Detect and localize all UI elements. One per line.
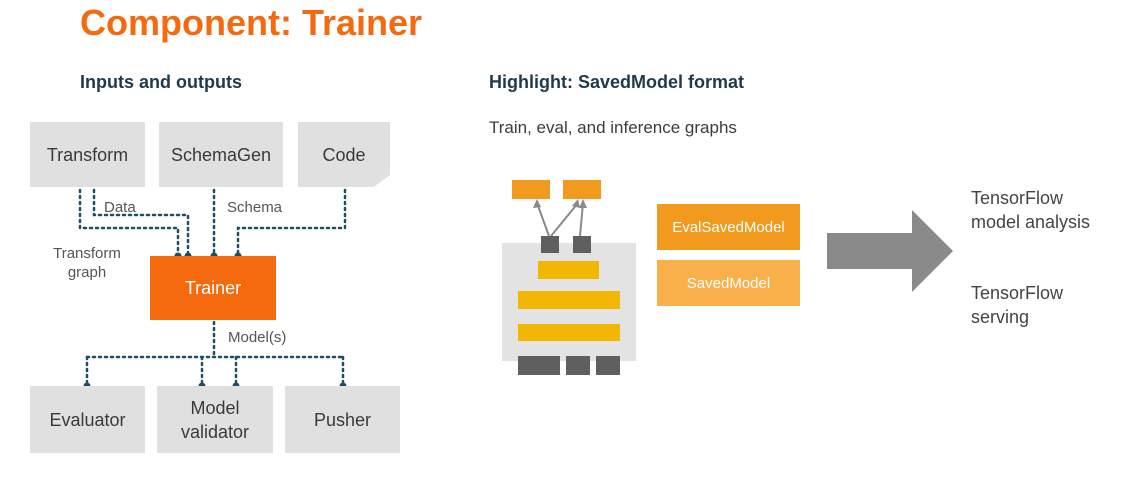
page-title: Component: Trainer xyxy=(80,2,423,43)
evaluator-box: Evaluator xyxy=(30,386,145,453)
layer-bar xyxy=(538,261,599,279)
transform-graph-connector xyxy=(78,188,180,258)
tf-serving-line1: TensorFlow xyxy=(971,283,1064,303)
pusher-label: Pusher xyxy=(313,409,372,430)
transform-box: Transform xyxy=(30,122,145,187)
code-connector xyxy=(236,188,347,258)
savedmodel-heading: Highlight: SavedModel format xyxy=(489,72,745,92)
inputs-outputs-heading: Inputs and outputs xyxy=(80,72,242,92)
graphs-subtitle: Train, eval, and inference graphs xyxy=(489,118,737,137)
schemagen-label: SchemaGen xyxy=(170,144,272,165)
saved-model-label: SavedModel xyxy=(686,274,771,292)
models-edge-label: Model(s) xyxy=(228,329,287,346)
data-connector xyxy=(92,188,190,258)
trainer-box: Trainer xyxy=(150,256,276,320)
graph-illustration xyxy=(502,180,636,375)
model-validator-line2: validator xyxy=(180,421,250,442)
tf-serving-label: TensorFlow serving xyxy=(971,281,1063,329)
data-edge-label: Data xyxy=(104,199,136,216)
transform-graph-line1: Transform xyxy=(53,245,121,262)
model-validator-box: Model validator xyxy=(157,386,273,453)
head-node xyxy=(541,236,559,253)
input-node xyxy=(518,356,560,375)
big-arrow xyxy=(827,210,953,292)
schemagen-box: SchemaGen xyxy=(159,122,283,187)
tf-serving-line2: serving xyxy=(971,307,1030,327)
eval-saved-model-label: EvalSavedModel xyxy=(672,218,785,236)
head-node xyxy=(573,236,591,253)
saved-model-box: SavedModel xyxy=(657,260,800,306)
transform-label: Transform xyxy=(46,144,129,165)
layer-bar xyxy=(518,291,620,309)
model-validator-line1: Model xyxy=(190,397,240,418)
pusher-box: Pusher xyxy=(285,386,400,453)
input-node xyxy=(566,356,590,375)
schema-edge-label: Schema xyxy=(227,199,283,216)
trainer-label: Trainer xyxy=(184,277,242,298)
eval-saved-model-box: EvalSavedModel xyxy=(657,204,800,250)
output-node xyxy=(512,180,550,199)
tf-analysis-line2: model analysis xyxy=(971,212,1091,232)
code-label: Code xyxy=(322,144,366,165)
code-box: Code xyxy=(298,122,390,187)
tf-model-analysis-label: TensorFlow model analysis xyxy=(971,186,1090,234)
output-node xyxy=(563,180,601,199)
evaluator-label: Evaluator xyxy=(49,409,126,430)
transform-graph-line2: graph xyxy=(67,264,107,281)
layer-bar xyxy=(518,324,620,341)
transform-graph-edge-label: Transform graph xyxy=(49,245,125,281)
input-node xyxy=(596,356,620,375)
tf-analysis-line1: TensorFlow xyxy=(971,188,1064,208)
